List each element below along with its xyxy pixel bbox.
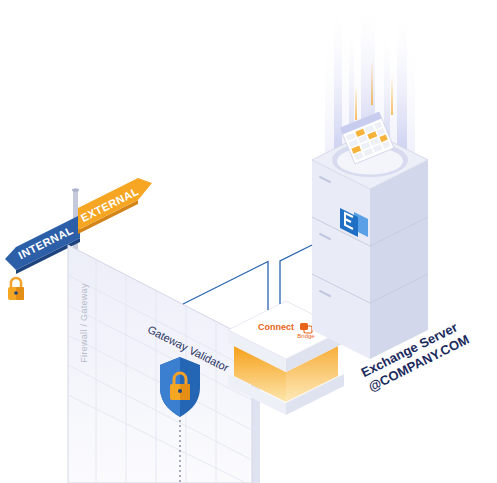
decor-line bbox=[126, 275, 127, 483]
decor-circle bbox=[14, 291, 18, 295]
decor-polygon bbox=[370, 160, 428, 359]
decor-rect bbox=[377, 128, 385, 136]
decor-rect bbox=[371, 60, 373, 105]
decor-path bbox=[345, 213, 353, 229]
decor-g bbox=[320, 177, 330, 296]
decor-rect bbox=[373, 144, 383, 152]
decor-line bbox=[156, 290, 157, 483]
decor-rect bbox=[354, 152, 364, 160]
decor-polygon bbox=[68, 245, 252, 483]
decor-polygon bbox=[312, 160, 370, 359]
decor-line bbox=[68, 275, 252, 370]
connector-line bbox=[280, 245, 312, 304]
decor-line bbox=[180, 420, 181, 483]
decor-rect bbox=[361, 142, 371, 150]
decor-line bbox=[320, 234, 330, 239]
decor-rect bbox=[349, 139, 359, 147]
decor-circle bbox=[178, 389, 182, 393]
decor-rect bbox=[374, 122, 382, 130]
firewall-panel bbox=[66, 245, 262, 483]
decor-rect bbox=[358, 135, 368, 143]
decor-line bbox=[68, 395, 246, 483]
decor-rect bbox=[365, 125, 375, 133]
decor-rect bbox=[397, 8, 407, 150]
decor-line bbox=[320, 291, 330, 296]
decor-rect bbox=[379, 135, 387, 143]
decor-line bbox=[312, 274, 370, 303]
decor-line bbox=[370, 274, 428, 303]
decor-ellipse bbox=[337, 148, 403, 175]
decor-rect bbox=[304, 326, 312, 333]
exchange-server: Exchange Server @COMPANY.COM bbox=[300, 120, 497, 420]
decor-rect bbox=[346, 132, 356, 140]
decor-line bbox=[68, 335, 252, 430]
decor-rect bbox=[340, 112, 394, 164]
decor-path bbox=[160, 357, 200, 417]
external-sign: EXTERNAL bbox=[72, 178, 156, 238]
connector-line bbox=[183, 262, 268, 311]
decor-rect bbox=[170, 384, 190, 400]
decor-polygon bbox=[340, 208, 358, 237]
decor-polygon bbox=[78, 178, 152, 230]
decor-rect bbox=[370, 138, 380, 146]
brand-name: Connect bbox=[258, 322, 294, 333]
calendar-tile bbox=[340, 112, 394, 164]
decor-rect bbox=[351, 145, 361, 153]
decor-line bbox=[216, 321, 217, 483]
decor-rect bbox=[8, 287, 24, 300]
brand-subname: Bridge bbox=[297, 333, 314, 340]
decor-g bbox=[68, 259, 252, 483]
wall-label: Firewall / Gateway bbox=[79, 283, 90, 362]
decor-line bbox=[320, 177, 330, 182]
decor-rect bbox=[355, 85, 357, 120]
decor-rect bbox=[367, 131, 377, 139]
padlock-icon bbox=[8, 278, 24, 300]
decor-rect bbox=[391, 75, 393, 115]
decor-line bbox=[370, 217, 428, 246]
decor-path bbox=[174, 373, 186, 385]
decor-rect bbox=[355, 129, 365, 137]
decor-rect bbox=[382, 141, 390, 149]
decor-rect bbox=[363, 148, 373, 156]
firewall-wall: Firewall / GatewayGateway Validator bbox=[66, 245, 262, 483]
decor-ellipse bbox=[72, 188, 79, 192]
decor-g bbox=[312, 217, 428, 303]
decor-line bbox=[96, 259, 97, 483]
